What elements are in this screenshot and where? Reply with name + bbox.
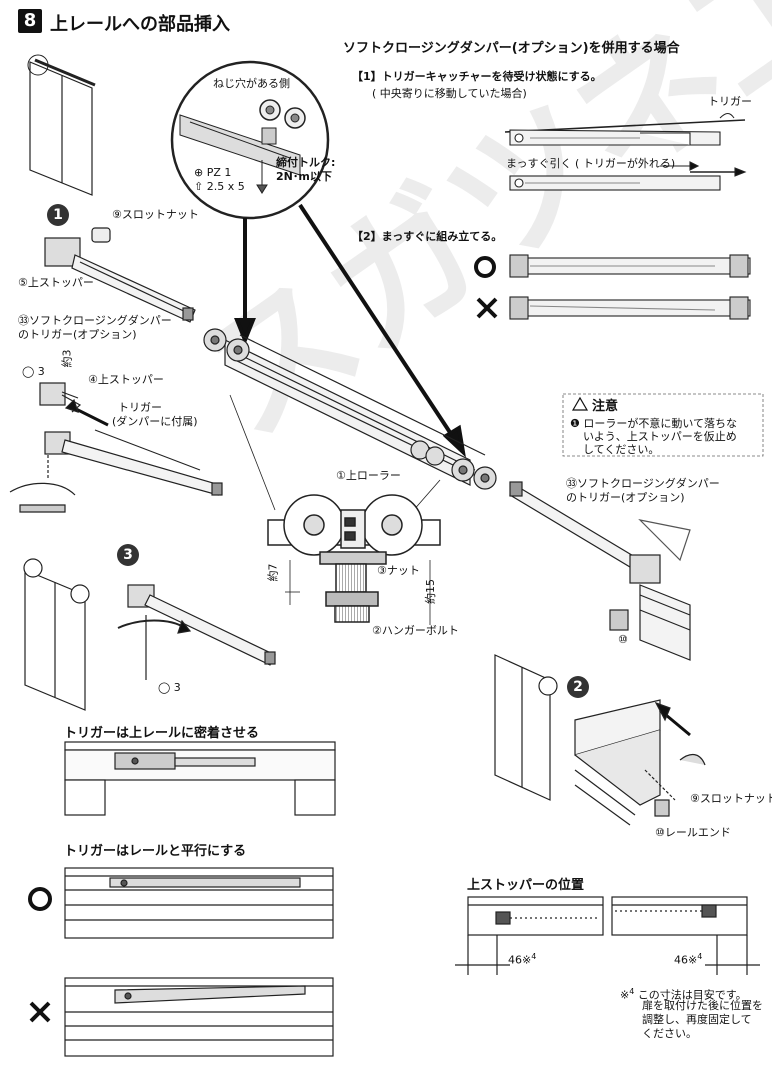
warning-circle-icon: ❶: [570, 417, 580, 430]
upper-stopper-4-label: ④上ストッパー: [88, 373, 164, 386]
screw-icon: ⇧: [194, 180, 207, 193]
softclose-step1-note: ( 中央寄りに移動していた場合): [372, 87, 527, 100]
step2-drawing: [494, 654, 706, 826]
trigger-parallel-title: トリガーはレールと平行にする: [64, 844, 247, 859]
section-title: 上レールへの部品挿入: [50, 14, 230, 35]
trigger-option-label-2: のトリガー(オプション): [18, 328, 137, 341]
stopper-note-1: ※4 この寸法は目安です。: [620, 987, 747, 1002]
softclose-trigger-label: トリガー: [708, 95, 752, 108]
step3-hex-label: ◯ 3: [158, 681, 181, 694]
caution-title: 注意: [592, 399, 619, 414]
trigger-option-label-1: ㉝ソフトクロージングダンパー: [18, 314, 172, 327]
door-sketch-top: [27, 54, 96, 196]
pz-label: ⊕ PZ 1: [194, 166, 232, 179]
stopper-note-3: 調整し、再度固定して: [642, 1013, 752, 1026]
parallel-ok-figure: [64, 867, 334, 939]
screw-side-label: ねじ穴がある側: [213, 77, 290, 90]
right-trigger-label-2: のトリガー(オプション): [566, 491, 685, 504]
large-ok-ng: [28, 887, 52, 1023]
upper-roller-label: ①上ローラー: [336, 469, 401, 482]
stopper-left-dim: 46※4: [508, 952, 537, 967]
trigger-contact-title: トリガーは上レールに密着させる: [64, 726, 260, 741]
softclose-title: ソフトクロージングダンパー(オプション)を併用する場合: [343, 41, 680, 56]
step1-badge: 1: [47, 204, 69, 226]
softclose-step1-title: 【1】トリガーキャッチャーを待受け状態にする。: [352, 70, 602, 83]
torque-label-1: 締付トルク:: [276, 156, 336, 169]
hanger-bolt-label: ②ハンガーボルト: [372, 624, 459, 637]
phillips-icon: ⊕: [194, 166, 207, 179]
caution-text-2: いよう、上ストッパーを仮止め: [583, 430, 737, 443]
section-number-badge: 8: [18, 9, 42, 33]
caution-text-3: してください。: [583, 443, 660, 456]
torque-label-2: 2N･m以下: [276, 170, 332, 183]
softclose-diagram-1: [504, 112, 747, 191]
screw-size-label: ⇧ 2.5 x 5: [194, 180, 245, 193]
step3-drawing: [23, 558, 276, 711]
trigger-attached-label: (ダンパーに付属): [112, 415, 198, 428]
nut-label: ③ナット: [377, 564, 420, 577]
rail-end-label: ⑩レールエンド: [655, 826, 731, 839]
step2-badge: 2: [567, 676, 589, 698]
softclose-step2-title: 【2】まっすぐに組み立てる。: [352, 230, 503, 243]
stopper-right-dim: 46※4: [674, 952, 703, 967]
parallel-ng-figure: [64, 977, 334, 1057]
step1-parts: [9, 227, 223, 513]
softclose-pull-label: まっすぐ引く ( トリガーが外れる): [506, 157, 676, 170]
upper-stopper-5-label: ⑤上ストッパー: [18, 276, 94, 289]
stopper-note-2: 扉を取付けた後に位置を: [642, 999, 763, 1012]
stopper-position-title: 上ストッパーの位置: [467, 878, 585, 893]
stopper-note-4: ください。: [642, 1027, 697, 1040]
softclose-diagram-2: [509, 254, 751, 320]
step3-badge: 3: [117, 544, 139, 566]
magnifier-circle: [170, 60, 330, 220]
dim-approx3: 約3: [60, 349, 74, 368]
slot-nut-label: ⑨スロットナット: [112, 208, 199, 221]
warning-triangle-icon: [571, 396, 589, 411]
roller-detail: [265, 494, 441, 625]
main-rail: [203, 328, 497, 521]
right-trigger-label-1: ㉝ソフトクロージングダンパー: [566, 477, 720, 490]
step2-slot-nut-label: ⑨スロットナット: [690, 792, 772, 805]
caution-text-1: ❶ ローラーが不意に動いて落ちな: [570, 417, 738, 430]
part10-label: ⑩: [618, 633, 628, 646]
dim-approx15: 約15: [424, 579, 437, 604]
dim-approx7: 約7: [266, 563, 280, 582]
stopper-position-figure: [455, 896, 760, 975]
trigger-label: トリガー: [118, 401, 162, 414]
trigger-contact-figure: [64, 741, 336, 816]
caution-border: [562, 393, 764, 457]
hex-wrench-label: ◯ 3: [22, 365, 45, 378]
right-trigger-rail: [509, 481, 691, 661]
ok-ng-symbols: [474, 256, 498, 319]
